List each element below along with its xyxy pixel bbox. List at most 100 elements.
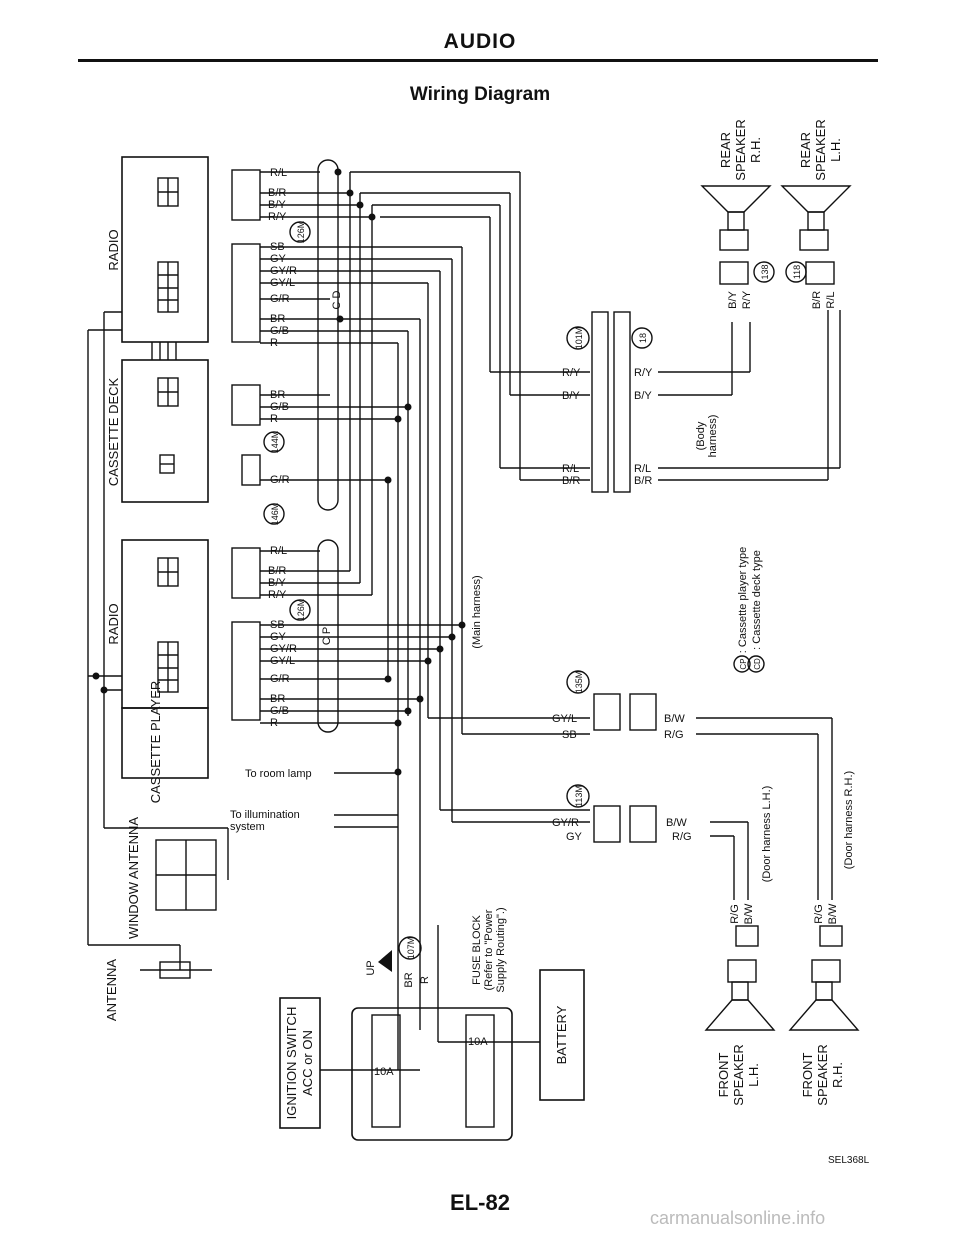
up-arrow-icon — [378, 950, 392, 972]
wire-rg-135m: R/G — [664, 729, 684, 741]
wire-r-107m: R — [419, 976, 431, 984]
connector-144m: 144M — [270, 431, 280, 454]
page-number: EL-82 — [450, 1190, 510, 1215]
wire-sb-135m: SB — [562, 729, 577, 741]
battery-label: BATTERY — [554, 1005, 569, 1064]
legend-cd: CD — [753, 658, 762, 670]
wire-rg-113m: R/G — [672, 831, 692, 843]
front-lh-label-2: SPEAKER — [731, 1044, 746, 1105]
connector-113m-icon — [566, 784, 590, 808]
page-subtitle: Wiring Diagram — [409, 84, 551, 105]
harness-connector-top — [231, 169, 261, 721]
legend-cd-icon — [747, 655, 765, 673]
cassette-player-label-a: CASSETTE PLAYER — [148, 681, 163, 804]
rear-rh-label-2: SPEAKER — [733, 119, 748, 180]
wire-br-18: B/R — [634, 475, 652, 487]
wire-gy-113m: GY — [566, 831, 583, 843]
connector-107m-icon — [398, 936, 422, 960]
connector-138-icon — [753, 261, 775, 283]
radio-connector-icon — [157, 177, 179, 693]
rear-rh-speaker-icon — [700, 185, 772, 285]
fuse-10a-right: 10A — [468, 1036, 488, 1048]
title-rule — [78, 59, 878, 62]
rear-lh-speaker-icon — [780, 185, 852, 285]
cassette-deck-box — [121, 359, 209, 503]
body-harness-label-2: harness) — [707, 415, 719, 458]
radio-bottom-box — [121, 539, 209, 709]
wire-by-18: B/Y — [634, 390, 652, 402]
wire-br-107m: BR — [403, 972, 415, 987]
connector-146m-icon — [263, 503, 285, 525]
fuse-10a-left: 10A — [374, 1066, 394, 1078]
antenna-icon — [140, 961, 212, 979]
wire-by-101m: B/Y — [562, 390, 580, 402]
wire-rl-top: R/L — [270, 167, 287, 179]
legend-cd-desc: : Cassette deck type — [751, 550, 763, 650]
connector-135m: 135M — [574, 671, 584, 694]
wire-bw-113m: B/W — [666, 817, 687, 829]
door-rh-harness-label: (Door harness R.H.) — [843, 771, 855, 869]
illum-label: To illumination — [230, 809, 300, 821]
wire-rl-101m: R/L — [562, 463, 579, 475]
ignition-switch-label: IGNITION SWITCH — [284, 1007, 299, 1120]
connector-101m: 101M — [574, 327, 584, 350]
connector-146m: 146M — [270, 503, 280, 526]
fuse-ref-label: (Refer to "Power — [483, 909, 495, 990]
fuse-ref-label-2: Supply Routing".) — [495, 907, 507, 992]
antenna-wiring — [87, 311, 229, 970]
window-antenna-label: WINDOW ANTENNA — [126, 817, 141, 939]
wire-rl-118: R/L — [825, 291, 837, 308]
connector-113m: 113M — [574, 785, 584, 807]
page-title: AUDIO — [443, 30, 517, 53]
connector-118-icon — [785, 261, 807, 283]
left-wire-bundle — [260, 159, 590, 1070]
wire-gyr-113m: GY/R — [552, 817, 579, 829]
connector-126m-b-icon — [289, 599, 311, 621]
connector-101m-icon — [566, 326, 590, 350]
door-lh-harness-label: (Door harness L.H.) — [761, 786, 773, 883]
rear-lh-label-3: L.H. — [828, 138, 843, 162]
wire-by-138: B/Y — [727, 290, 739, 308]
antenna-label: ANTENNA — [104, 959, 119, 1021]
body-harness-label: (Body — [695, 421, 707, 450]
front-rh-label-3: R.H. — [830, 1062, 845, 1088]
front-rh-label-2: SPEAKER — [815, 1044, 830, 1105]
wire-rg-front-rh: R/G — [813, 904, 825, 924]
wire-br-101m: B/R — [562, 475, 580, 487]
radio-bottom-label: RADIO — [106, 603, 121, 644]
wire-br-118: B/R — [811, 291, 823, 309]
legend-cp-icon — [733, 655, 751, 673]
connector-138: 138 — [760, 264, 770, 279]
rear-lh-label-2: SPEAKER — [813, 119, 828, 180]
front-rh-label-1: FRONT — [800, 1053, 815, 1098]
wire-bw-front-rh: B/W — [827, 903, 839, 924]
radio-top-label: RADIO — [106, 229, 121, 270]
wire-rl-18: R/L — [634, 463, 651, 475]
main-harness-label: (Main harness) — [471, 575, 483, 648]
connector-126m-b: 126M — [296, 599, 306, 622]
radio-top-box — [121, 156, 209, 343]
connector-118: 118 — [792, 265, 802, 279]
connector-135m-icon — [566, 670, 590, 694]
wire-bw-front-lh: B/W — [743, 903, 755, 924]
bus-cp-label: C P — [321, 627, 333, 645]
cassette-deck-label: CASSETTE DECK — [106, 377, 121, 486]
front-rh-speaker-icon — [788, 925, 860, 1031]
battery-box — [539, 969, 585, 1101]
rear-lh-label-1: REAR — [798, 132, 813, 168]
watermark: carmanualsonline.info — [650, 1208, 826, 1228]
rear-rh-label-3: R.H. — [748, 137, 763, 163]
connector-113m-block — [593, 805, 657, 843]
bus-cd-label: C D — [331, 290, 343, 309]
ignition-switch-box — [279, 997, 321, 1129]
front-lh-speaker-icon — [704, 925, 776, 1031]
wire-ry-18: R/Y — [634, 367, 653, 379]
cassette-player-box — [121, 707, 209, 779]
connector-126m-icon — [289, 221, 311, 243]
figure-code: SEL368L — [828, 1155, 870, 1166]
rear-rh-label-1: REAR — [718, 132, 733, 168]
window-antenna-icon — [155, 839, 217, 911]
wire-ry-138: R/Y — [741, 290, 753, 309]
junction-dots — [92, 168, 466, 776]
